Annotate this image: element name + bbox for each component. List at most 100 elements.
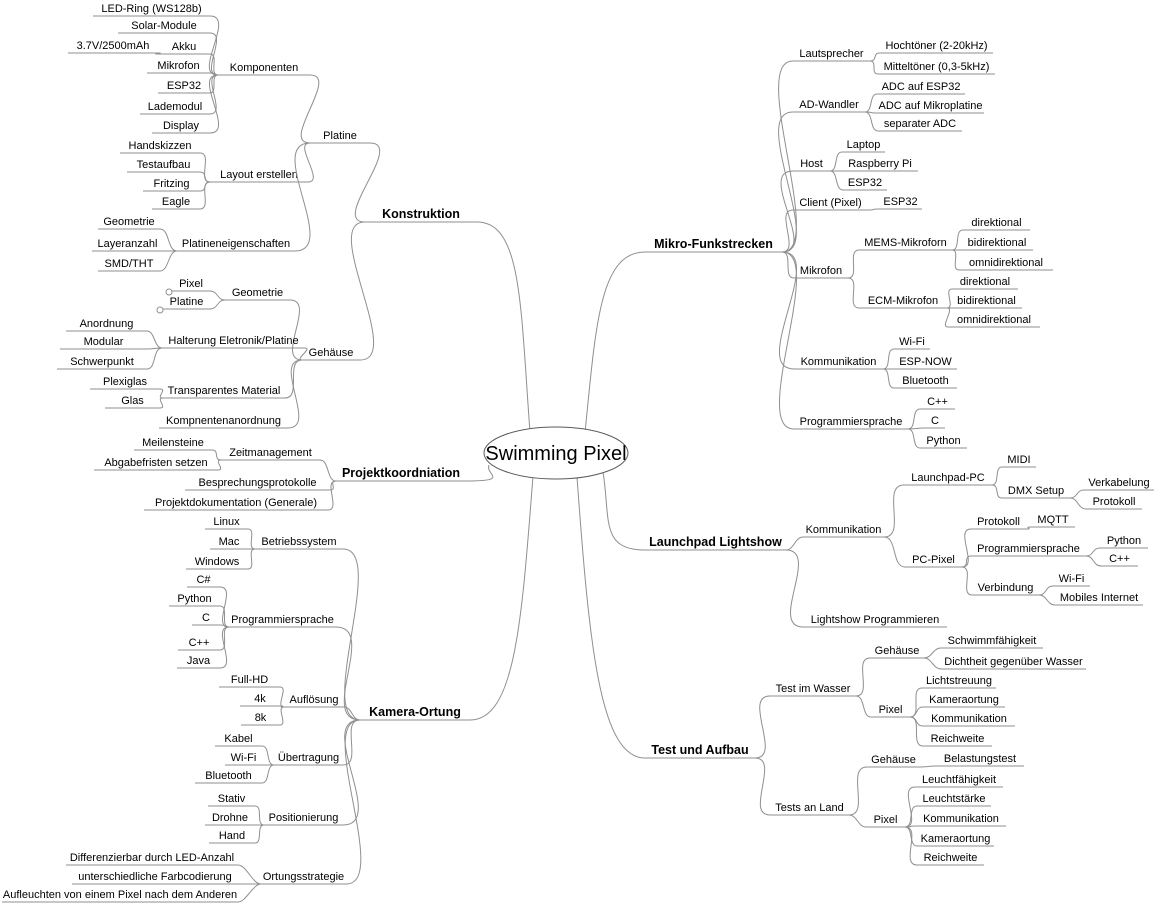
node-testaufbau[interactable]: Testaufbau [137, 159, 191, 171]
node-kommunikation[interactable]: Kommunikation [931, 713, 1007, 725]
node-kompnentenanordnung[interactable]: Kompnentenanordnung [166, 415, 281, 427]
node-layout-erstellen[interactable]: Layout erstellen [220, 169, 298, 181]
node-leuchtstaerke[interactable]: Leuchtstärke [923, 793, 986, 805]
node-modular[interactable]: Modular [84, 336, 124, 348]
node-pc-pixel[interactable]: PC-Pixel [912, 554, 955, 566]
node-tests-an-land[interactable]: Tests an Land [775, 802, 844, 814]
node-transparentes-material[interactable]: Transparentes Material [168, 385, 281, 397]
node-glas[interactable]: Glas [121, 395, 144, 407]
node-konstruktion[interactable]: Konstruktion [382, 207, 460, 221]
node-akku[interactable]: Akku [172, 41, 196, 53]
node-reichweite[interactable]: Reichweite [924, 852, 978, 864]
node-mikrofon[interactable]: Mikrofon [157, 60, 199, 72]
node-platine[interactable]: Platine [170, 296, 204, 308]
node-c[interactable]: C [931, 415, 939, 427]
node-mqtt[interactable]: MQTT [1037, 514, 1068, 526]
node-kameraortung[interactable]: Kameraortung [929, 694, 999, 706]
node-projektkoordniation[interactable]: Projektkoordniation [342, 466, 460, 480]
node-besprechungsprotokolle[interactable]: Besprechungsprotokolle [198, 477, 316, 489]
node-meilensteine[interactable]: Meilensteine [142, 437, 204, 449]
node-direktional[interactable]: direktional [960, 276, 1010, 288]
node-belastungstest[interactable]: Belastungstest [944, 753, 1016, 765]
node-wi-fi[interactable]: Wi-Fi [899, 336, 925, 348]
node-schwimmfaehigkeit[interactable]: Schwimmfähigkeit [948, 635, 1037, 647]
node-betriebssystem[interactable]: Betriebssystem [261, 536, 336, 548]
node-c[interactable]: C# [196, 574, 211, 586]
fold-icon[interactable] [165, 288, 173, 296]
node-ortungsstrategie[interactable]: Ortungsstrategie [263, 871, 344, 883]
node-esp32[interactable]: ESP32 [883, 196, 917, 208]
node-positionierung[interactable]: Positionierung [269, 812, 339, 824]
node-3-7v-2500mah[interactable]: 3.7V/2500mAh [77, 40, 150, 52]
node-gehaeuse[interactable]: Gehäuse [309, 347, 354, 359]
node-mikro-funkstrecken[interactable]: Mikro-Funkstrecken [654, 237, 773, 251]
node-separater-adc[interactable]: separater ADC [884, 118, 956, 130]
node-programmiersprache[interactable]: Programmiersprache [977, 543, 1080, 555]
node-unterschiedliche-farbcodierung[interactable]: unterschiedliche Farbcodierung [78, 871, 231, 883]
node-hand[interactable]: Hand [219, 830, 245, 842]
node-windows[interactable]: Windows [195, 556, 240, 568]
node-c[interactable]: C++ [1109, 553, 1130, 565]
node-verbindung[interactable]: Verbindung [978, 582, 1034, 594]
root-node-label[interactable]: Swimming Pixel [485, 443, 626, 465]
node-komponenten[interactable]: Komponenten [230, 62, 299, 74]
node-handskizzen[interactable]: Handskizzen [129, 140, 192, 152]
node-anordnung[interactable]: Anordnung [80, 318, 134, 330]
node-stativ[interactable]: Stativ [218, 793, 246, 805]
node-raspberry-pi[interactable]: Raspberry Pi [848, 158, 912, 170]
node-uebertragung[interactable]: Übertragung [278, 752, 339, 764]
node-pixel[interactable]: Pixel [179, 278, 203, 290]
node-aufleuchten-von-einem-pixel-nach-dem-anderen[interactable]: Aufleuchten von einem Pixel nach dem And… [3, 889, 237, 901]
node-launchpad-pc[interactable]: Launchpad-PC [911, 472, 984, 484]
node-linux[interactable]: Linux [213, 516, 240, 528]
node-bluetooth[interactable]: Bluetooth [205, 770, 251, 782]
node-kabel[interactable]: Kabel [224, 733, 252, 745]
node-schwerpunkt[interactable]: Schwerpunkt [70, 356, 134, 368]
node-esp32[interactable]: ESP32 [167, 80, 201, 92]
node-lichtstreuung[interactable]: Lichtstreuung [926, 675, 992, 687]
node-lightshow-programmieren[interactable]: Lightshow Programmieren [811, 614, 939, 626]
node-leuchtfaehigkeit[interactable]: Leuchtfähigkeit [922, 774, 996, 786]
node-bidirektional[interactable]: bidirektional [968, 237, 1027, 249]
node-python[interactable]: Python [177, 593, 211, 605]
node-mobiles-internet[interactable]: Mobiles Internet [1060, 592, 1138, 604]
node-java[interactable]: Java [187, 655, 211, 667]
node-esp-now[interactable]: ESP-NOW [899, 356, 952, 368]
node-omnidirektional[interactable]: omnidirektional [957, 314, 1031, 326]
node-geometrie[interactable]: Geometrie [232, 287, 283, 299]
node-c[interactable]: C++ [189, 637, 210, 649]
node-gehaeuse[interactable]: Gehäuse [871, 754, 916, 766]
node-omnidirektional[interactable]: omnidirektional [969, 257, 1043, 269]
node-geometrie[interactable]: Geometrie [103, 216, 154, 228]
node-direktional[interactable]: direktional [971, 217, 1021, 229]
node-abgabefristen-setzen[interactable]: Abgabefristen setzen [104, 457, 207, 469]
node-layeranzahl[interactable]: Layeranzahl [98, 238, 158, 250]
node-platine[interactable]: Platine [323, 130, 357, 142]
node-lautsprecher[interactable]: Lautsprecher [799, 48, 864, 60]
node-4k[interactable]: 4k [254, 693, 266, 705]
node-test-und-aufbau[interactable]: Test und Aufbau [651, 743, 748, 757]
node-test-im-wasser[interactable]: Test im Wasser [776, 683, 851, 695]
node-platineneigenschaften[interactable]: Platineneigenschaften [182, 238, 290, 250]
node-python[interactable]: Python [926, 435, 960, 447]
node-gehaeuse[interactable]: Gehäuse [875, 645, 920, 657]
node-verkabelung[interactable]: Verkabelung [1088, 477, 1149, 489]
node-drohne[interactable]: Drohne [212, 812, 248, 824]
node-reichweite[interactable]: Reichweite [931, 733, 985, 745]
node-bidirektional[interactable]: bidirektional [957, 295, 1016, 307]
node-kameraortung[interactable]: Kameraortung [921, 833, 991, 845]
node-eagle[interactable]: Eagle [162, 196, 190, 208]
node-fritzing[interactable]: Fritzing [153, 178, 189, 190]
node-ad-wandler[interactable]: AD-Wandler [799, 99, 859, 111]
node-laptop[interactable]: Laptop [847, 139, 881, 151]
node-host[interactable]: Host [800, 158, 823, 170]
node-dmx-setup[interactable]: DMX Setup [1008, 485, 1064, 497]
node-esp32[interactable]: ESP32 [848, 177, 882, 189]
node-solar-module[interactable]: Solar-Module [131, 20, 196, 32]
node-bluetooth[interactable]: Bluetooth [902, 375, 948, 387]
fold-icon[interactable] [156, 306, 164, 314]
node-wi-fi[interactable]: Wi-Fi [1059, 573, 1085, 585]
node-mitteltoener-0-3-5khz[interactable]: Mitteltöner (0,3-5kHz) [884, 61, 990, 73]
node-kamera-ortung[interactable]: Kamera-Ortung [369, 705, 461, 719]
node-programmiersprache[interactable]: Programmiersprache [800, 416, 903, 428]
